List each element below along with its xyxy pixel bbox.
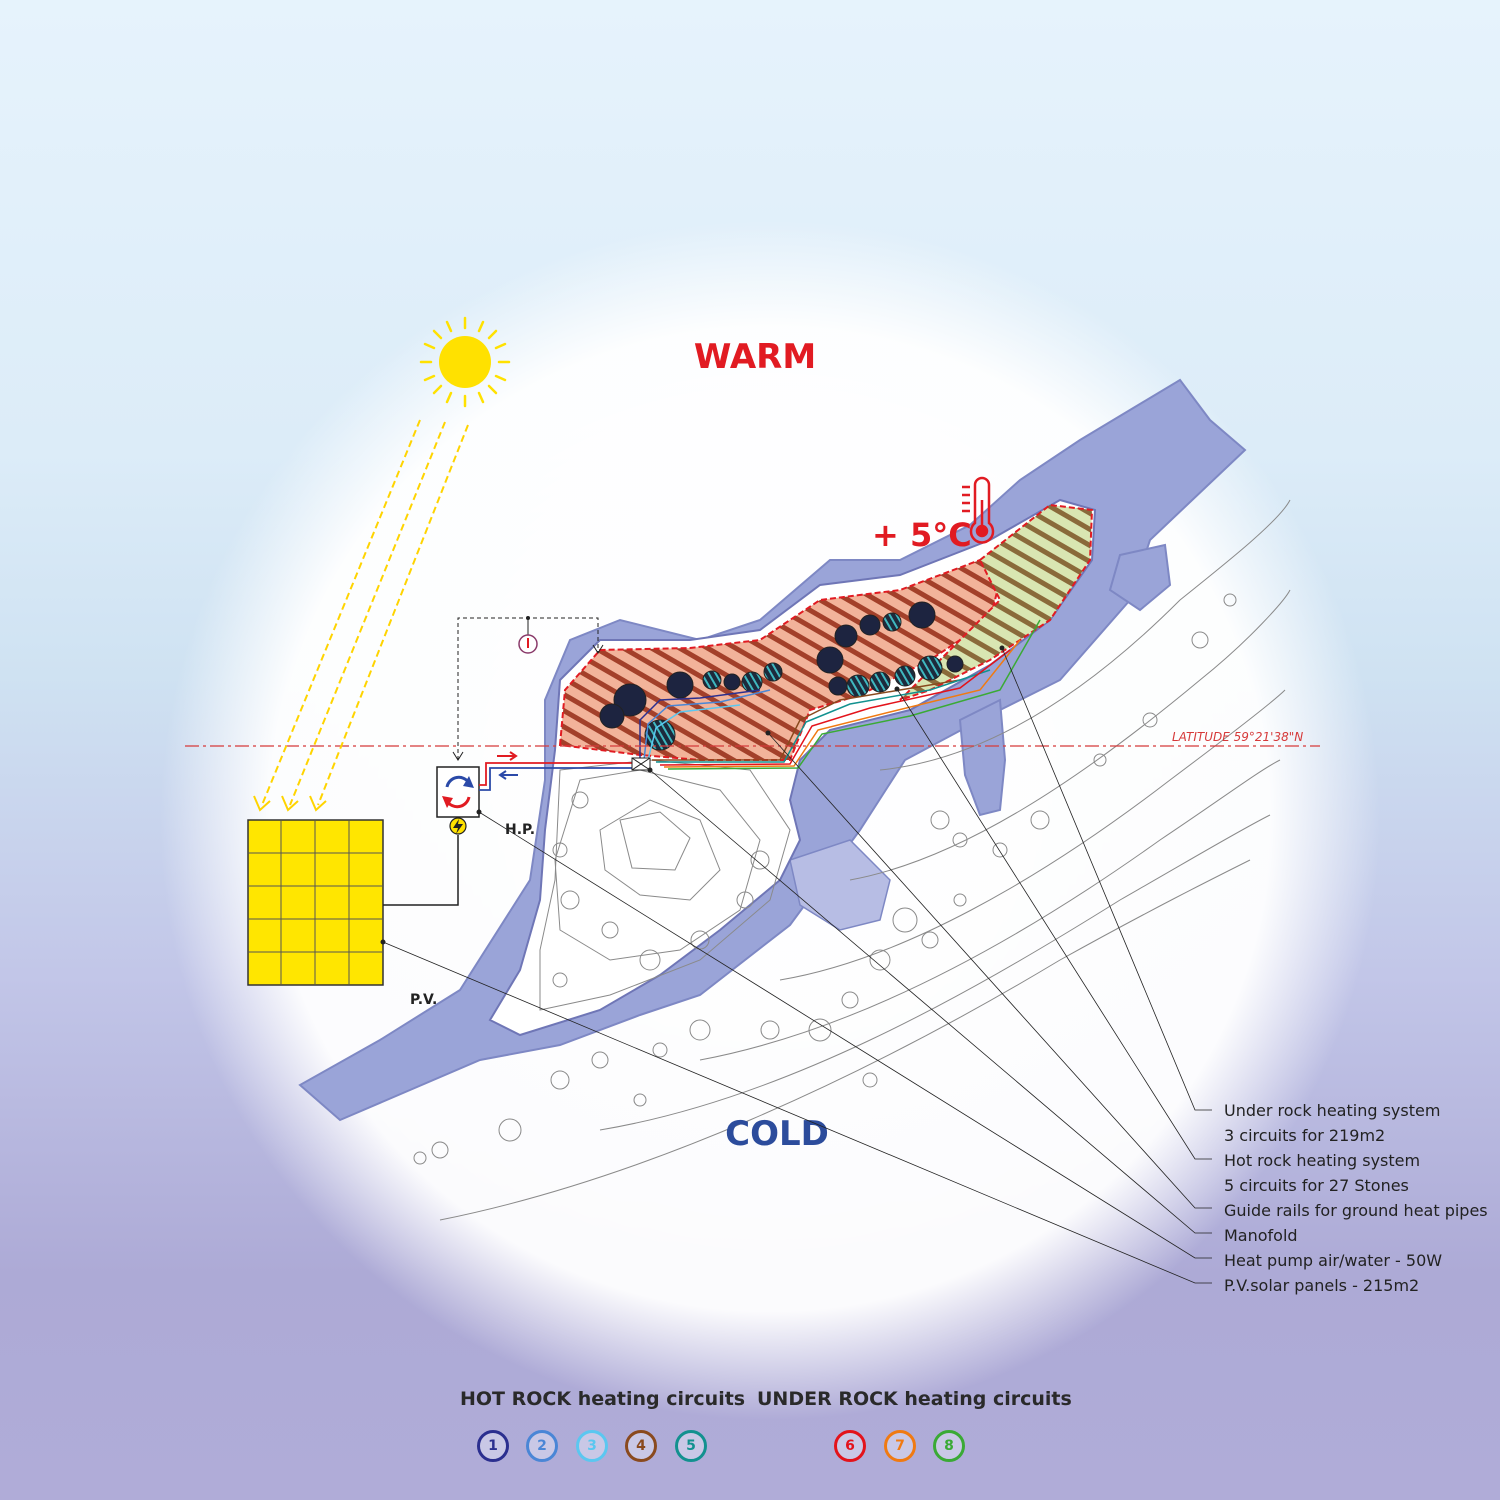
- legend-item: 3 circuits for 219m2: [1224, 1126, 1386, 1145]
- legend-item: Manofold: [1224, 1226, 1298, 1245]
- legend-item: 5 circuits for 27 Stones: [1224, 1176, 1409, 1195]
- under-rock-zone: [899, 503, 1094, 701]
- circuit-badge-3: 3: [576, 1430, 608, 1462]
- solar-rays: [261, 419, 469, 806]
- supply-pipe: [479, 762, 632, 786]
- temperature-label: + 5°C: [872, 516, 972, 554]
- under-rock-circuits-title: UNDER ROCK heating circuits: [757, 1388, 1072, 1410]
- legend-item: Under rock heating system: [1224, 1101, 1441, 1120]
- latitude-label: LATITUDE 59°21'38"N: [1172, 730, 1303, 744]
- legend-item: Guide rails for ground heat pipes: [1224, 1201, 1488, 1220]
- rock-texture: [439, 499, 1291, 1221]
- circuit-badge-6: 6: [834, 1430, 866, 1462]
- solar-ray-arrowheads: [253, 795, 327, 812]
- warm-label: WARM: [694, 337, 816, 377]
- pv-label: P.V.: [410, 992, 437, 1008]
- water-bay-lower: [789, 839, 891, 931]
- sun-icon: [419, 316, 511, 408]
- hot-stones: [599, 601, 964, 751]
- circuit-badge-2: 2: [526, 1430, 558, 1462]
- water-inlet: [1108, 543, 1172, 612]
- legend-list: Under rock heating system 3 circuits for…: [1224, 1100, 1488, 1300]
- circuit-badge-5: 5: [675, 1430, 707, 1462]
- pv-panel: [247, 819, 384, 986]
- leader-dots: [380, 645, 1005, 945]
- cold-label: COLD: [725, 1114, 829, 1154]
- legend-item: P.V.solar panels - 215m2: [1224, 1276, 1420, 1295]
- circuit-badge-4: 4: [625, 1430, 657, 1462]
- pv-wire: [383, 835, 459, 906]
- thermostat-icon: [518, 616, 538, 654]
- circuit-badge-7: 7: [884, 1430, 916, 1462]
- leader-lines: [382, 647, 1212, 1284]
- boulders: [413, 593, 1237, 1165]
- return-pipe: [479, 767, 632, 791]
- flow-arrows: [497, 751, 518, 780]
- heat-pump-icon: [436, 766, 480, 818]
- heat-pump-label: H.P.: [505, 822, 535, 838]
- hot-rock-circuits-title: HOT ROCK heating circuits: [460, 1388, 746, 1410]
- thermometer-icon: [962, 476, 995, 544]
- manifold: [631, 757, 651, 771]
- control-arrow-down-hp: [452, 751, 464, 761]
- heating-pipes: [639, 619, 1041, 770]
- legend-item: Hot rock heating system: [1224, 1151, 1421, 1170]
- water-bay: [958, 698, 1007, 817]
- control-arrow-down-zone: [592, 644, 604, 654]
- legend-item: Heat pump air/water - 50W: [1224, 1251, 1443, 1270]
- lightning-icon: [449, 817, 467, 835]
- circuit-badge-1: 1: [477, 1430, 509, 1462]
- circuit-badge-8: 8: [933, 1430, 965, 1462]
